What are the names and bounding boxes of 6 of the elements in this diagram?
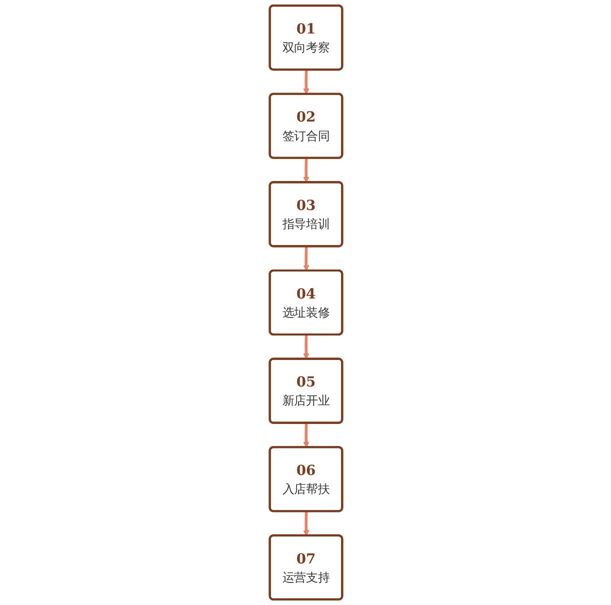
- arrow: [302, 246, 309, 272]
- arrow: [302, 334, 309, 360]
- arrow: [302, 511, 309, 536]
- arrow: [302, 423, 309, 448]
- arrow: [302, 70, 309, 94]
- arrow: [302, 158, 309, 183]
